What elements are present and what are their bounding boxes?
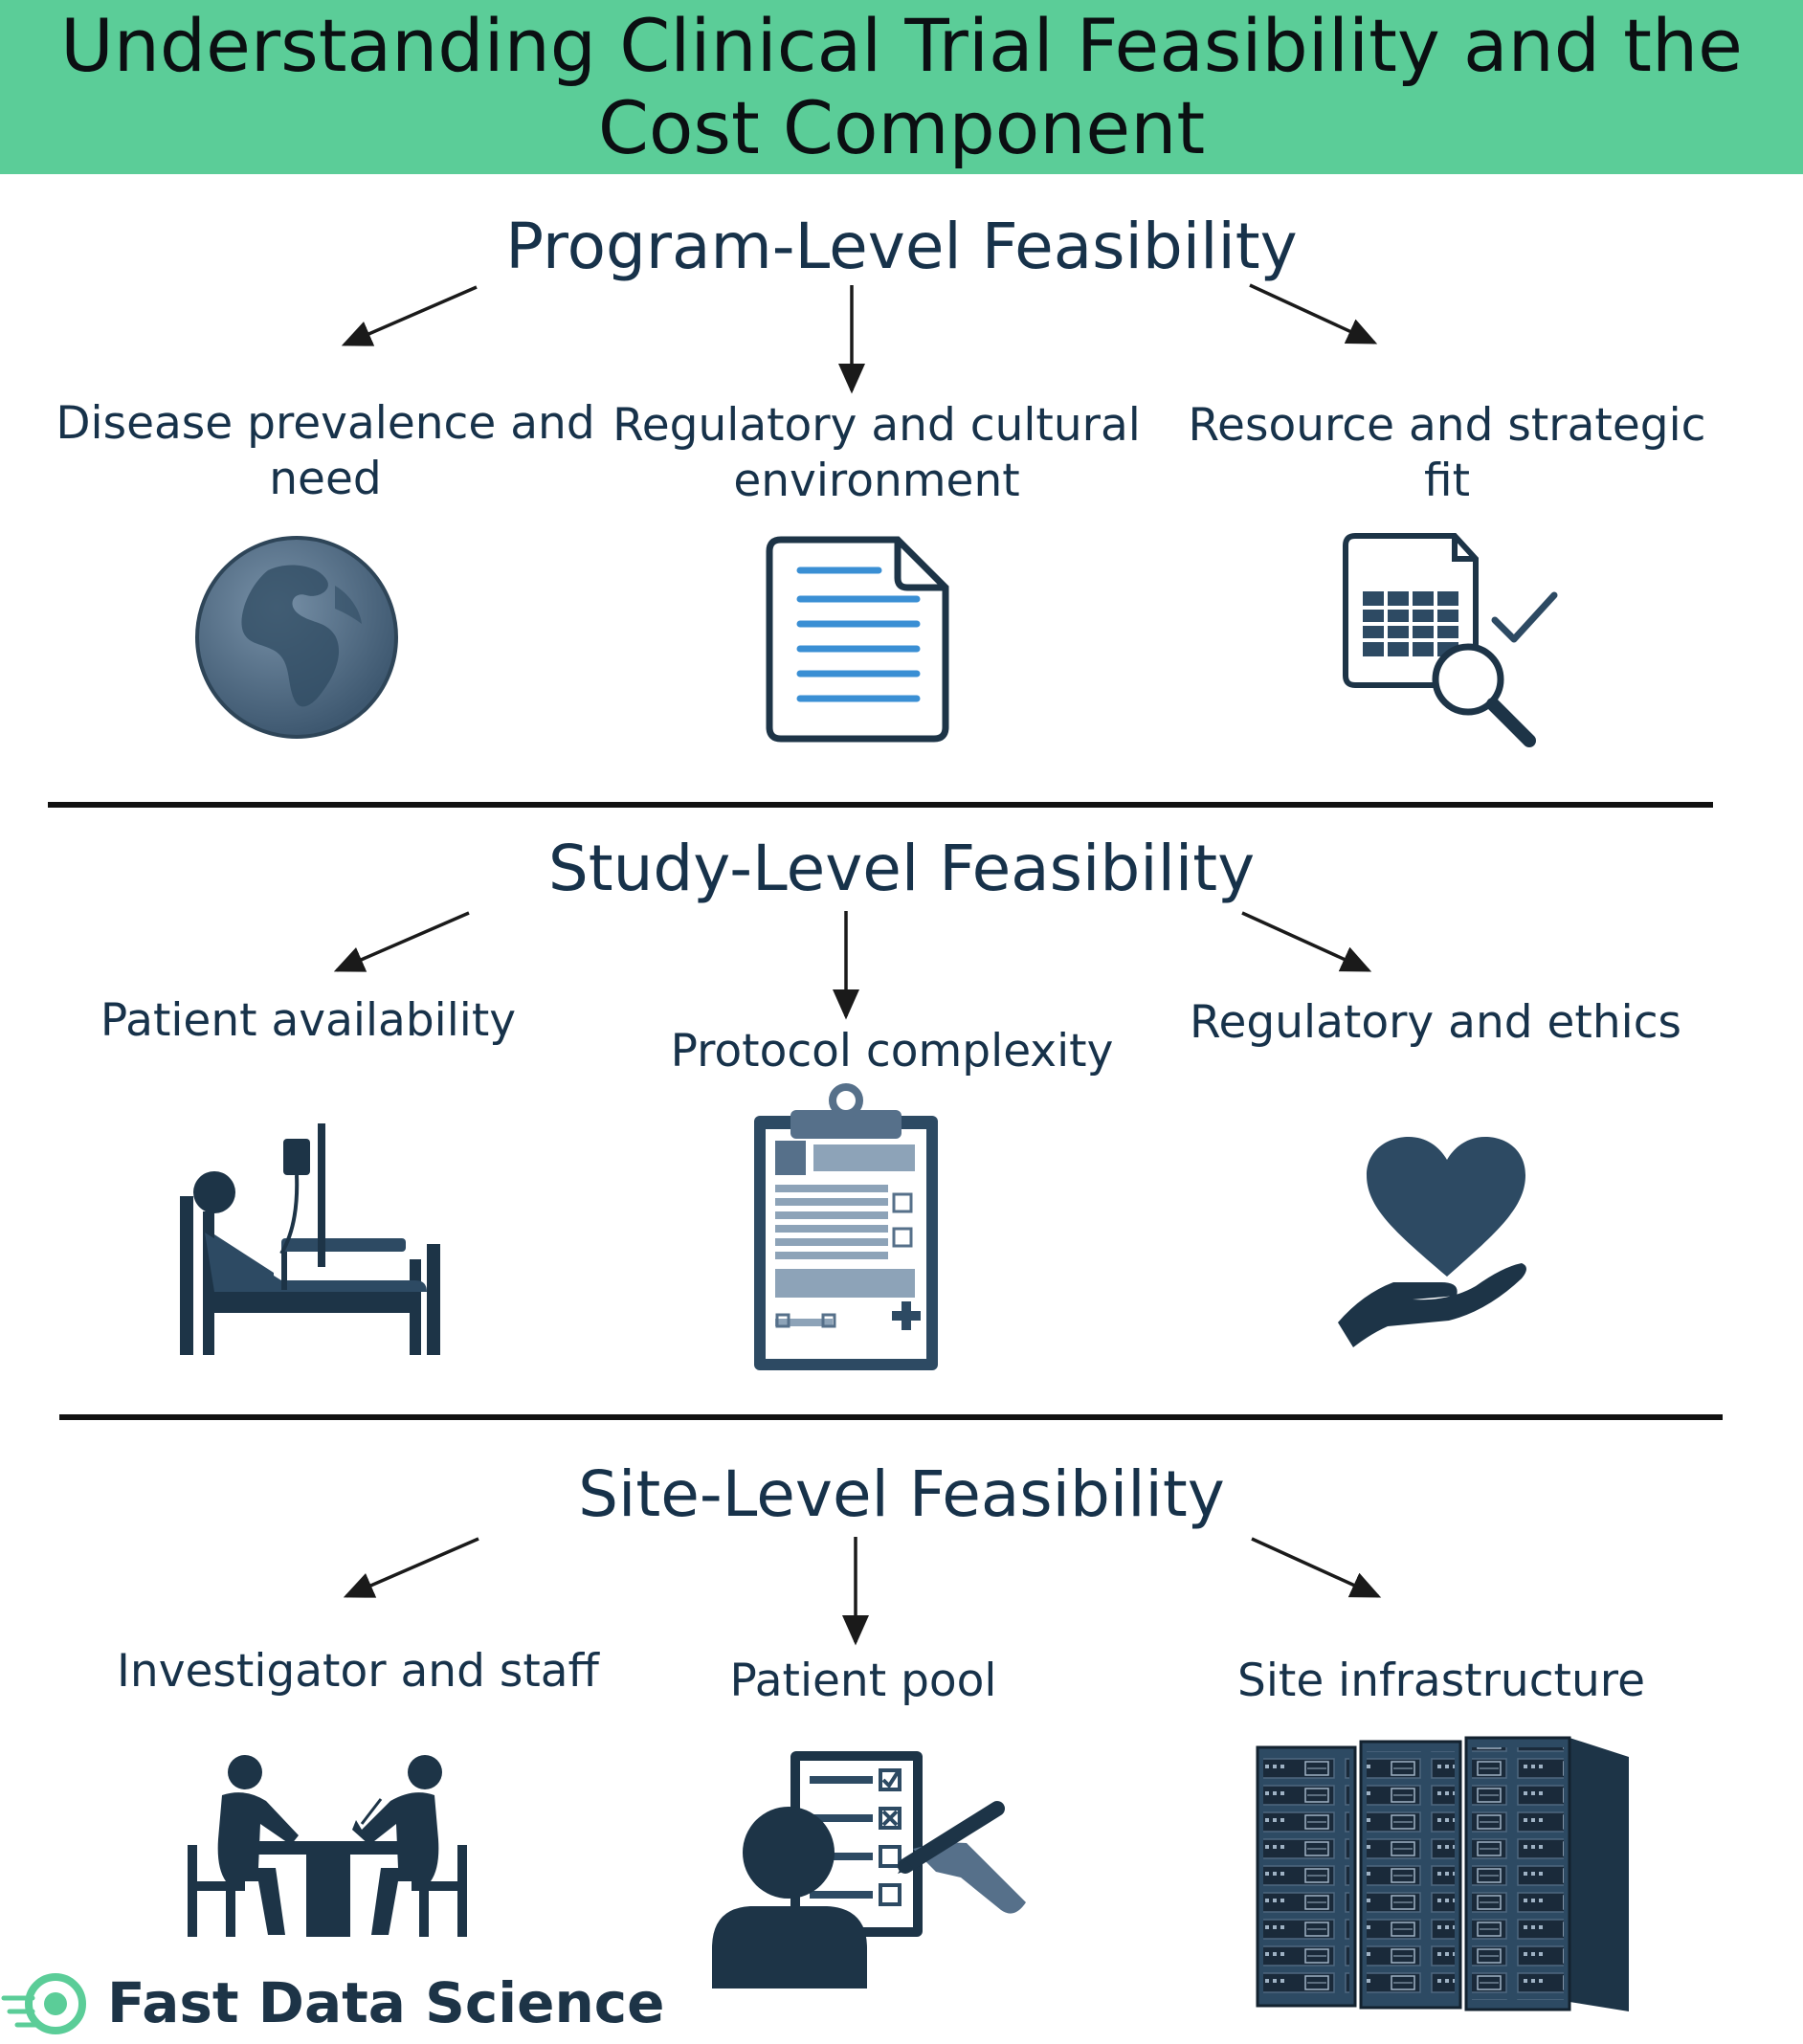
section-divider — [59, 1414, 1723, 1420]
spreadsheet-magnifier-icon — [1343, 533, 1558, 747]
document-icon — [766, 536, 949, 743]
meeting-icon — [188, 1755, 467, 1937]
server-rack-icon — [1256, 1736, 1629, 2011]
section-divider — [48, 802, 1713, 808]
section-title-site: Site-Level Feasibility — [578, 1457, 1225, 1531]
arrow-program-left — [341, 285, 478, 346]
patient-form-icon — [712, 1751, 1026, 1988]
label-disease-prevalence: Disease prevalence and need — [56, 397, 595, 505]
arrow-site-right — [1251, 1537, 1382, 1598]
arrow-program-right — [1249, 283, 1378, 344]
label-patient-availability: Patient availability — [100, 994, 517, 1047]
title-banner: Understanding Clinical Trial Feasibility… — [0, 0, 1803, 174]
fast-data-science-logo-icon — [1, 1973, 86, 2034]
brand-name: Fast Data Science — [107, 1970, 665, 2035]
hospital-bed-icon — [180, 1123, 440, 1355]
label-protocol-complexity: Protocol complexity — [670, 1025, 1114, 1078]
label-patient-pool: Patient pool — [729, 1655, 997, 1707]
arrow-site-left — [343, 1537, 479, 1598]
arrow-study-right — [1241, 911, 1372, 972]
clipboard-icon — [754, 1083, 938, 1370]
label-investigator-staff: Investigator and staff — [117, 1645, 599, 1698]
section-title-program: Program-Level Feasibility — [505, 210, 1298, 283]
heart-hand-icon — [1338, 1137, 1526, 1347]
label-resource-strategic: Resource and strategic fit — [1188, 399, 1706, 507]
label-site-infrastructure: Site infrastructure — [1237, 1655, 1645, 1707]
brand-footer: Fast Data Science — [0, 1962, 670, 2044]
globe-icon — [195, 536, 398, 739]
page-title: Understanding Clinical Trial Feasibility… — [60, 3, 1743, 170]
arrow-study-left — [333, 911, 470, 972]
label-regulatory-cultural: Regulatory and cultural environment — [612, 399, 1141, 507]
label-regulatory-ethics: Regulatory and ethics — [1189, 996, 1682, 1049]
section-title-study: Study-Level Feasibility — [547, 832, 1256, 905]
